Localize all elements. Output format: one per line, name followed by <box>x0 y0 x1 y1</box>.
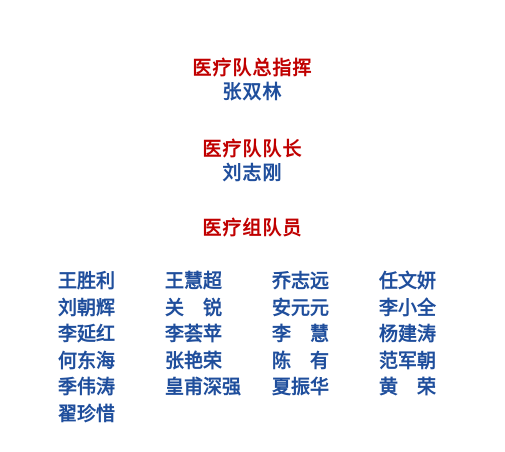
member-name: 何东海 <box>58 349 116 372</box>
member-name: 夏振华 <box>272 376 330 399</box>
member-name: 杨建涛 <box>379 323 437 346</box>
member-name: 任文妍 <box>379 270 437 292</box>
captain-name: 刘志刚 <box>222 162 283 184</box>
members-section: 医疗组队员 <box>0 216 505 240</box>
member-name: 乔志远 <box>272 270 330 292</box>
commander-name: 张双林 <box>222 81 283 103</box>
member-name: 王胜利 <box>58 270 116 292</box>
member-name: 陈 有 <box>272 349 330 372</box>
captain-title: 医疗队队长 <box>202 138 303 160</box>
commander-title: 医疗队总指挥 <box>192 57 313 79</box>
member-name: 李延红 <box>58 323 116 346</box>
member-name: 皇甫深强 <box>165 376 242 399</box>
member-name: 关 锐 <box>165 296 223 319</box>
member-name: 李荟苹 <box>165 323 223 346</box>
member-name: 张艳荣 <box>165 349 223 372</box>
member-name: 安元元 <box>272 296 330 319</box>
member-name: 李 慧 <box>272 323 330 346</box>
members-title: 医疗组队员 <box>202 217 303 239</box>
member-name: 翟珍惜 <box>58 402 116 425</box>
member-name: 王慧超 <box>165 270 223 292</box>
member-name: 李小全 <box>379 296 437 319</box>
commander-section: 医疗队总指挥 张双林 <box>0 56 505 104</box>
member-name: 季伟涛 <box>58 376 116 399</box>
captain-section: 医疗队队长 刘志刚 <box>0 137 505 185</box>
member-name-grid: 王胜利 王慧超 乔志远 任文妍 刘朝辉 关 锐 安元元 李小全 李延红 李荟苹 … <box>58 268 498 428</box>
member-name: 范军朝 <box>379 349 437 372</box>
member-name: 黄 荣 <box>379 376 437 399</box>
member-name: 刘朝辉 <box>58 296 116 319</box>
